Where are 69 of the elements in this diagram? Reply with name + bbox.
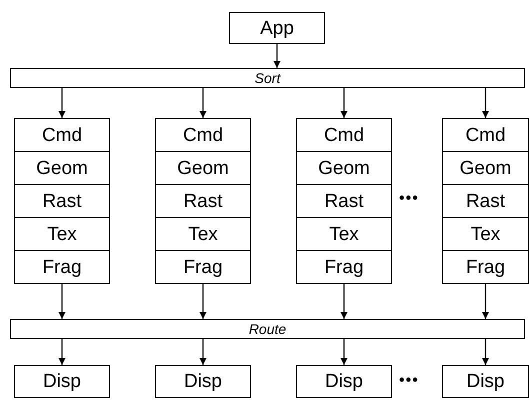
process-box xyxy=(442,184,529,218)
process-box xyxy=(14,250,110,284)
arrow xyxy=(58,284,66,319)
arrow xyxy=(200,284,206,319)
process-box xyxy=(296,118,392,152)
box-label: Rast xyxy=(324,192,364,210)
box-label: Tex xyxy=(470,224,500,244)
process-box xyxy=(296,250,392,284)
process-box xyxy=(155,151,251,185)
arrow xyxy=(340,284,348,319)
box-label: Route xyxy=(248,322,286,336)
arrow xyxy=(200,339,206,365)
process-box xyxy=(155,118,251,152)
arrow xyxy=(482,88,489,118)
box-label: Sort xyxy=(254,71,280,85)
process-box xyxy=(155,250,251,284)
arrow xyxy=(340,88,348,118)
box-label: Geom xyxy=(460,158,512,178)
process-box xyxy=(296,151,392,185)
box-label: App xyxy=(260,18,294,38)
box-label: Geom xyxy=(36,158,88,178)
process-box xyxy=(14,217,110,251)
box-label: Rast xyxy=(466,192,506,210)
process-box xyxy=(442,217,529,251)
box-label: Cmd xyxy=(324,126,364,144)
arrow xyxy=(274,44,280,68)
process-box xyxy=(296,365,392,398)
process-box xyxy=(155,184,251,218)
box-label: Cmd xyxy=(42,126,82,144)
ellipsis-dots: ••• xyxy=(399,373,419,389)
ellipsis-dots: ••• xyxy=(399,191,419,207)
arrow xyxy=(58,339,66,365)
box-label: Disp xyxy=(184,372,222,391)
process-box xyxy=(442,365,529,398)
arrow xyxy=(58,88,66,118)
process-box xyxy=(442,118,529,152)
process-box xyxy=(296,217,392,251)
process-box xyxy=(155,217,251,251)
process-box xyxy=(296,184,392,218)
arrow xyxy=(482,339,489,365)
arrow xyxy=(200,88,206,118)
process-box xyxy=(14,118,110,152)
arrow xyxy=(482,284,489,319)
process-box xyxy=(14,184,110,218)
process-box xyxy=(442,151,529,185)
box-label: Tex xyxy=(329,224,359,244)
box-label: Tex xyxy=(188,224,218,244)
process-box xyxy=(155,365,251,398)
process-box xyxy=(229,12,325,44)
bus-bar xyxy=(10,68,525,88)
box-label: Frag xyxy=(324,258,364,276)
box-label: Disp xyxy=(466,372,504,391)
box-label: Frag xyxy=(42,258,82,276)
box-label: Geom xyxy=(318,158,370,178)
box-label: Disp xyxy=(324,372,363,391)
box-label: Tex xyxy=(47,224,77,244)
box-label: Cmd xyxy=(182,126,224,144)
box-label: Geom xyxy=(177,158,229,178)
process-box xyxy=(14,151,110,185)
box-label: Rast xyxy=(42,192,82,210)
box-label: Cmd xyxy=(465,126,506,144)
arrow xyxy=(340,339,348,365)
bus-bar xyxy=(10,319,525,339)
process-box xyxy=(14,365,110,398)
box-label: Disp xyxy=(42,372,81,391)
process-box xyxy=(442,250,529,284)
box-label: Rast xyxy=(183,192,223,210)
box-label: Frag xyxy=(466,258,506,276)
box-label: Frag xyxy=(183,258,223,276)
